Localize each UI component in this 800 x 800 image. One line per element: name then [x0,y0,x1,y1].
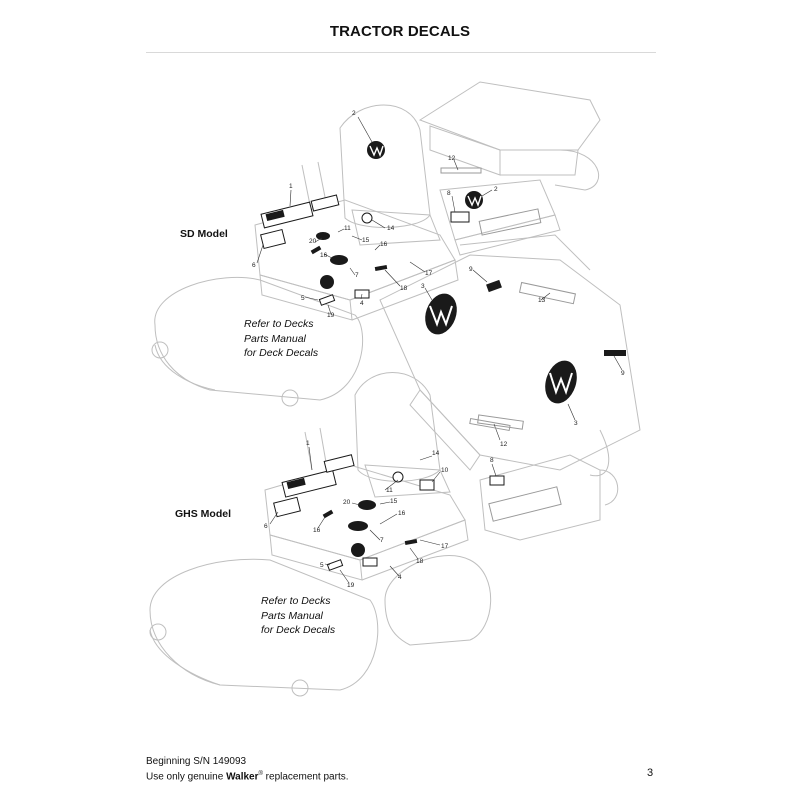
note-line: for Deck Decals [244,347,319,359]
note-line: Refer to Decks [244,318,314,330]
note-line: Parts Manual [244,332,306,345]
callout-number: 16 [380,241,388,248]
title-divider [146,52,656,53]
callout-number: 7 [355,272,359,279]
callout-number: 11 [344,225,351,232]
callout-number: 20 [343,499,351,506]
sd-deck-reference-note: Refer to Decks Parts Manual for Deck Dec… [244,317,318,361]
footer-text-suffix: replacement parts. [262,771,349,783]
callout-number: 15 [362,237,370,244]
callout-number: 18 [416,558,424,565]
note-line: Parts Manual [261,609,323,622]
callout-number: 11 [386,487,393,494]
sd-leader-lines [256,116,623,441]
sd-decals [260,141,626,404]
callout-number: 4 [360,300,364,307]
callout-number: 12 [500,441,508,448]
page-title: TRACTOR DECALS [329,23,471,40]
note-line: for Deck Decals [261,624,336,636]
callout-number: 3 [421,283,425,290]
callout-number: 16 [320,252,328,259]
callout-number: 4 [398,574,402,581]
callout-number: 14 [387,225,395,232]
callout-number: 5 [301,295,305,302]
registered-mark: ® [258,771,263,777]
callout-number: 2 [352,110,356,117]
callout-number: 2 [494,186,498,193]
callout-number: 12 [448,155,456,162]
page-number: 3 [647,767,654,779]
callout-number: 8 [490,457,494,464]
sd-tractor-drawing [151,81,641,477]
callout-number: 17 [441,543,449,550]
callout-number: 19 [327,312,335,319]
callout-number: 15 [390,498,398,505]
callout-number: 6 [252,262,256,269]
footer-text-prefix: Use only genuine [146,771,227,783]
callout-number: 18 [400,285,408,292]
ghs-model-label: GHS Model [175,508,232,520]
callout-number: 16 [313,527,321,534]
ghs-tractor-drawing [149,372,619,697]
callout-number: 1 [306,440,310,447]
genuine-parts-note: Use only genuine Walker® replacement par… [146,768,349,783]
callout-number: 8 [447,190,451,197]
callout-number: 3 [574,420,578,427]
callout-number: 17 [425,270,433,277]
ghs-deck-reference-note: Refer to Decks Parts Manual for Deck Dec… [261,594,335,638]
callout-number: 14 [432,450,440,457]
callout-number: 13 [538,297,546,304]
callout-number: 20 [309,238,317,245]
sd-model-label: SD Model [180,228,228,240]
callout-number: 19 [347,582,355,589]
serial-number-note: Beginning S/N 149093 [146,756,247,767]
callout-number: 6 [264,523,268,530]
note-line: Refer to Decks [261,595,331,607]
brand-name: Walker [226,771,259,783]
callout-number: 16 [398,510,406,517]
ghs-decals [273,454,505,571]
callout-number: 10 [441,467,449,474]
callout-number: 7 [380,537,384,544]
callout-number: 9 [621,370,625,377]
ghs-leader-lines [269,446,497,584]
callout-number: 5 [320,562,324,569]
callout-number: 1 [289,183,293,190]
callout-number: 9 [469,266,473,273]
